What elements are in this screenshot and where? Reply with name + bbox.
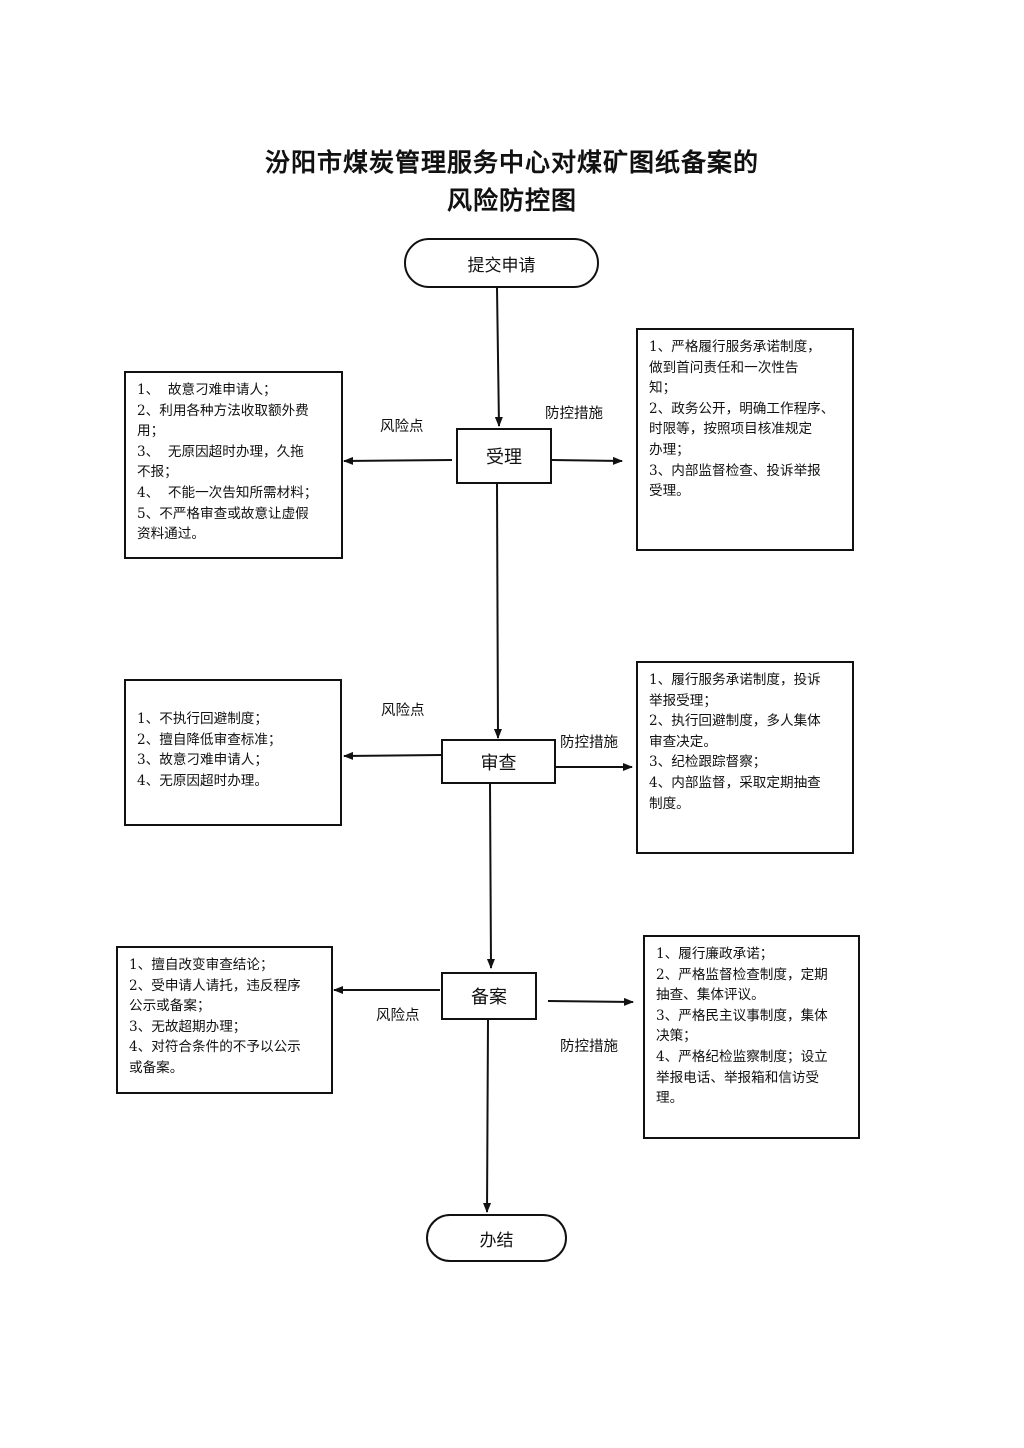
control-item: 受理。 xyxy=(649,483,690,500)
risk-item: 4、 不能一次告知所需材料； xyxy=(137,484,318,501)
control-item: 3、严格民主议事制度，集体 xyxy=(656,1007,828,1024)
record-risk-box: 1、擅自改变审查结论； 2、受申请人请托，违反程序 公示或备案； 3、无故超期办… xyxy=(116,946,333,1094)
control-item: 决策； xyxy=(656,1028,697,1045)
risk-item: 5、不严格审查或故意让虚假 xyxy=(137,505,309,522)
control-item: 知； xyxy=(649,380,677,397)
control-item: 4、严格纪检监察制度；设立 xyxy=(656,1048,828,1065)
risk-item: 4、无原因超时办理。 xyxy=(137,772,268,789)
control-item: 审查决定。 xyxy=(649,733,717,750)
arrow-accept-to-review xyxy=(493,483,502,739)
control-item: 办理； xyxy=(649,441,690,458)
record-step: 备案 xyxy=(441,972,537,1020)
arrow-accept-control xyxy=(551,456,623,465)
review-risk-box: 1、不执行回避制度； 2、擅自降低审查标准； 3、故意刁难申请人； 4、无原因超… xyxy=(124,679,342,826)
control-item: 1、严格履行服务承诺制度， xyxy=(649,339,821,355)
risk-item: 1、不执行回避制度； xyxy=(137,711,268,727)
start-node: 提交申请 xyxy=(404,238,599,288)
risk-item: 3、 无原因超时办理，久拖 xyxy=(137,443,304,460)
control-item: 制度。 xyxy=(649,795,690,812)
diagram-title-line-1: 汾阳市煤炭管理服务中心对煤矿图纸备案的 xyxy=(264,148,759,177)
control-item: 3、内部监督检查、投诉举报 xyxy=(649,462,821,479)
diagram-title-line-2: 风险防控图 xyxy=(446,186,577,215)
risk-item: 用； xyxy=(137,423,165,440)
record-control-label: 防控措施 xyxy=(560,1039,618,1055)
arrow-review-to-record xyxy=(486,783,495,969)
risk-item: 1、擅自改变审查结论； xyxy=(129,957,274,973)
risk-item: 或备案。 xyxy=(129,1059,184,1076)
arrow-record-control xyxy=(547,997,634,1006)
risk-item: 3、无故超期办理； xyxy=(129,1018,247,1035)
accept-risk-box: 1、 故意刁难申请人； 2、利用各种方法收取额外费 用； 3、 无原因超时办理，… xyxy=(124,371,343,559)
control-item: 时限等，按照项目核准规定 xyxy=(649,421,813,438)
control-item: 理。 xyxy=(656,1090,684,1107)
accept-control-box: 1、严格履行服务承诺制度， 做到首问责任和一次性告 知； 2、政务公开，明确工作… xyxy=(636,328,854,551)
accept-risk-label: 风险点 xyxy=(380,419,424,435)
arrow-start-to-accept xyxy=(494,287,503,427)
control-item: 做到首问责任和一次性告 xyxy=(649,359,799,376)
review-control-box: 1、履行服务承诺制度，投诉 举报受理； 2、执行回避制度，多人集体 审查决定。 … xyxy=(636,661,854,854)
control-item: 举报电话、举报箱和信访受 xyxy=(656,1069,820,1086)
review-step: 审查 xyxy=(441,739,556,784)
arrow-record-to-end xyxy=(483,1019,492,1213)
risk-item: 2、受申请人请托，违反程序 xyxy=(129,977,301,994)
control-item: 抽查、集体评议。 xyxy=(656,987,765,1004)
end-node: 办结 xyxy=(426,1214,567,1262)
record-risk-label: 风险点 xyxy=(376,1008,420,1024)
review-risk-label: 风险点 xyxy=(381,703,425,719)
control-item: 2、严格监督检查制度，定期 xyxy=(656,966,828,983)
arrow-review-risk xyxy=(343,751,442,760)
accept-step: 受理 xyxy=(456,428,552,484)
control-item: 2、执行回避制度，多人集体 xyxy=(649,713,821,730)
control-item: 2、政务公开，明确工作程序、 xyxy=(649,400,835,417)
control-item: 3、纪检跟踪督察； xyxy=(649,754,767,771)
risk-item: 资料通过。 xyxy=(137,526,205,543)
arrow-accept-risk xyxy=(343,456,453,465)
risk-item: 4、对符合条件的不予以公示 xyxy=(129,1039,301,1056)
accept-control-label: 防控措施 xyxy=(545,406,603,422)
risk-item: 2、擅自降低审查标准； xyxy=(137,731,282,748)
risk-item: 1、 故意刁难申请人； xyxy=(137,382,277,398)
control-item: 4、内部监督，采取定期抽查 xyxy=(649,774,821,791)
risk-item: 3、故意刁难申请人； xyxy=(137,752,268,769)
control-item: 1、履行服务承诺制度，投诉 xyxy=(649,672,821,688)
review-control-label: 防控措施 xyxy=(560,735,618,751)
record-control-box: 1、履行廉政承诺； 2、严格监督检查制度，定期 抽查、集体评议。 3、严格民主议… xyxy=(643,935,860,1139)
risk-item: 不报； xyxy=(137,464,178,481)
risk-item: 公示或备案； xyxy=(129,998,211,1015)
control-item: 举报受理； xyxy=(649,692,717,709)
risk-item: 2、利用各种方法收取额外费 xyxy=(137,402,309,419)
control-item: 1、履行廉政承诺； xyxy=(656,946,774,962)
